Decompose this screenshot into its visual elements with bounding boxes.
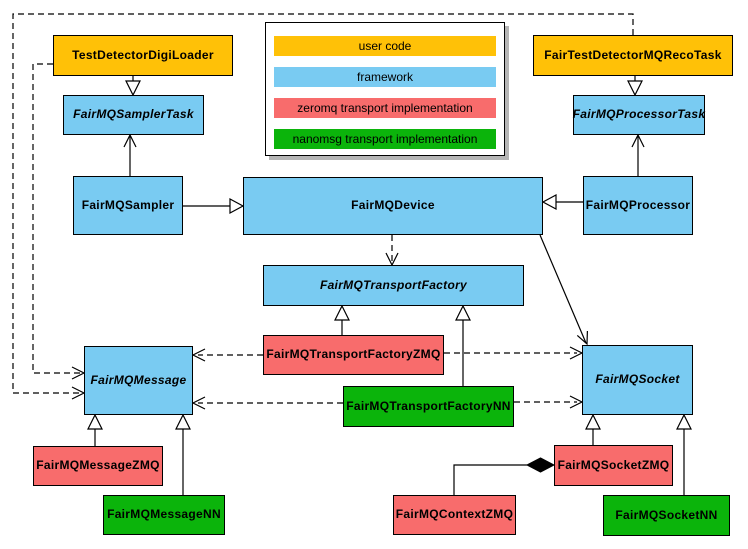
node-fairmqprocessortask: FairMQProcessorTask <box>573 95 705 135</box>
edge-digiloader-samplertask <box>125 76 141 97</box>
node-label: FairMQMessage <box>90 372 187 387</box>
node-label: FairMQTransportFactoryZMQ <box>266 347 441 362</box>
edge-factorynn-message <box>191 396 343 410</box>
node-label: FairMQProcessor <box>585 197 691 212</box>
edge-messagezmq-message <box>87 413 103 446</box>
edge-sampler-device <box>183 197 245 215</box>
legend-item-nanomsg: nanomsg transport implementation <box>274 129 496 149</box>
node-fairmqsocket: FairMQSocket <box>582 345 693 415</box>
node-label: FairMQMessageNN <box>107 507 221 522</box>
edge-socketzmq-socket <box>585 413 601 445</box>
legend-item-framework: framework <box>274 67 496 87</box>
node-fairtestdetectormqrecotask: FairTestDetectorMQRecoTask <box>533 35 733 76</box>
node-fairmqdevice: FairMQDevice <box>243 177 543 235</box>
node-label: FairMQSocketZMQ <box>557 457 670 472</box>
node-fairmqtransportfactorynn: FairMQTransportFactoryNN <box>343 386 514 427</box>
node-label: FairMQSocket <box>595 372 680 387</box>
node-fairmqmessagezmq: FairMQMessageZMQ <box>33 446 163 486</box>
edge-factoryzmq-transportfactory <box>334 304 350 335</box>
edge-contextzmq-socketzmq <box>453 457 556 495</box>
node-testdetectordigiloader: TestDetectorDigiLoader <box>53 35 233 76</box>
node-label: FairMQSampler <box>81 197 175 212</box>
node-fairmqtransportfactoryzmq: FairMQTransportFactoryZMQ <box>263 335 444 375</box>
legend-label: zeromq transport implementation <box>297 101 473 115</box>
legend-label: framework <box>356 70 413 84</box>
legend-item-zeromq: zeromq transport implementation <box>274 98 496 118</box>
node-label: FairMQSamplerTask <box>73 107 194 122</box>
edge-messagenn-message <box>175 413 191 495</box>
node-fairmqprocessor: FairMQProcessor <box>583 176 693 235</box>
node-label: FairMQMessageZMQ <box>36 458 160 473</box>
node-fairmqsampler: FairMQSampler <box>73 176 183 235</box>
edge-factorynn-transportfactory <box>455 304 471 386</box>
node-label: FairMQTransportFactoryNN <box>346 398 511 413</box>
legend-label: user code <box>358 39 412 53</box>
node-fairmqmessage: FairMQMessage <box>84 346 193 415</box>
node-label: FairMQProcessorTask <box>572 107 706 122</box>
node-fairmqsamplertask: FairMQSamplerTask <box>63 95 204 135</box>
node-label: FairMQContextZMQ <box>395 507 514 522</box>
edge-recotask-processortask <box>627 76 643 97</box>
node-fairmqtransportfactory: FairMQTransportFactory <box>263 265 524 306</box>
node-fairmqsocketnn: FairMQSocketNN <box>603 495 730 536</box>
edge-sampler-samplertask <box>123 133 137 176</box>
node-label: FairTestDetectorMQRecoTask <box>544 47 722 62</box>
node-fairmqmessagenn: FairMQMessageNN <box>103 495 225 535</box>
edge-socketnn-socket <box>676 413 692 495</box>
edge-processor-processortask <box>631 133 645 176</box>
edge-factorynn-socket <box>514 395 584 409</box>
edge-factoryzmq-socket <box>444 346 584 360</box>
legend-item-user-code: user code <box>274 36 496 56</box>
node-label: FairMQSocketNN <box>615 507 718 522</box>
node-label: FairMQTransportFactory <box>319 277 468 292</box>
edge-device-transportfactory <box>385 235 399 267</box>
edge-processor-device <box>541 193 583 211</box>
node-label: TestDetectorDigiLoader <box>72 47 214 62</box>
edge-factoryzmq-message <box>191 348 263 362</box>
legend-label: nanomsg transport implementation <box>292 132 478 146</box>
legend-box: user code framework zeromq transport imp… <box>265 22 505 156</box>
node-fairmqcontextzmq: FairMQContextZMQ <box>393 495 516 535</box>
node-fairmqsocketzmq: FairMQSocketZMQ <box>554 445 673 486</box>
node-label: FairMQDevice <box>351 198 435 213</box>
edge-device-socket <box>539 234 588 346</box>
